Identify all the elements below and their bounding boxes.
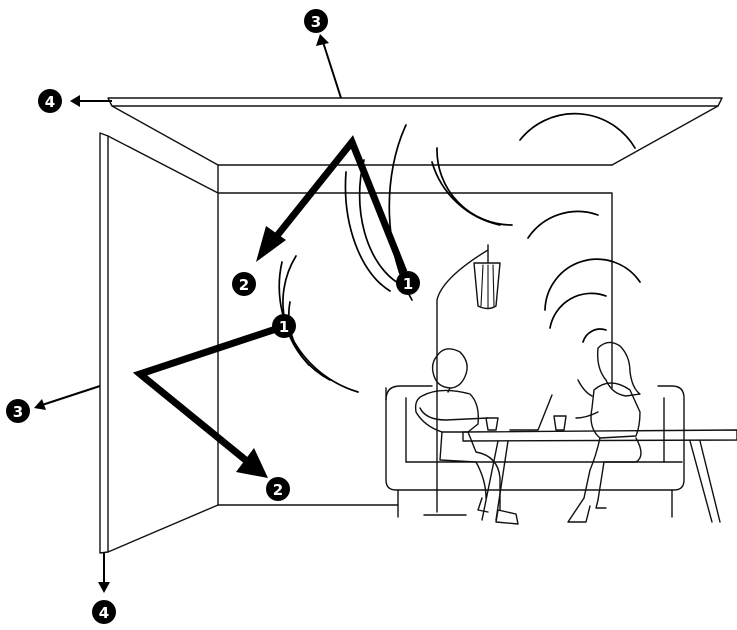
svg-text:2: 2 — [273, 481, 283, 499]
arrow-down — [98, 553, 110, 593]
reflection-ray-lower — [132, 323, 284, 478]
reflection-ray-upper — [256, 135, 408, 274]
person-left — [414, 348, 519, 525]
svg-text:3: 3 — [13, 403, 23, 421]
ceiling-panel — [107, 97, 723, 166]
marker-4-bottom: 4 — [92, 600, 116, 624]
person-right — [567, 341, 642, 523]
marker-3-left: 3 — [6, 399, 30, 423]
marker-2-upper: 2 — [232, 272, 256, 296]
marker-1-lower: 1 — [272, 314, 296, 338]
arrow-left-side — [34, 385, 101, 410]
marker-1-upper: 1 — [396, 271, 420, 295]
svg-text:2: 2 — [239, 276, 249, 294]
marker-3-top: 3 — [304, 9, 328, 33]
marker-4-top: 4 — [38, 89, 62, 113]
laptop — [509, 394, 553, 431]
svg-text:4: 4 — [45, 93, 55, 111]
floor-lamp — [423, 244, 501, 516]
arrow-left-top — [70, 95, 112, 107]
arrow-up — [316, 34, 342, 99]
cups — [485, 415, 567, 431]
side-wall-panel — [99, 132, 219, 554]
svg-text:1: 1 — [279, 318, 289, 336]
marker-2-lower: 2 — [266, 477, 290, 501]
sound-waves-source — [431, 112, 641, 343]
svg-text:1: 1 — [403, 275, 413, 293]
svg-text:4: 4 — [99, 604, 109, 622]
coffee-table — [462, 429, 737, 523]
sofa — [385, 385, 685, 518]
svg-text:3: 3 — [311, 13, 321, 31]
